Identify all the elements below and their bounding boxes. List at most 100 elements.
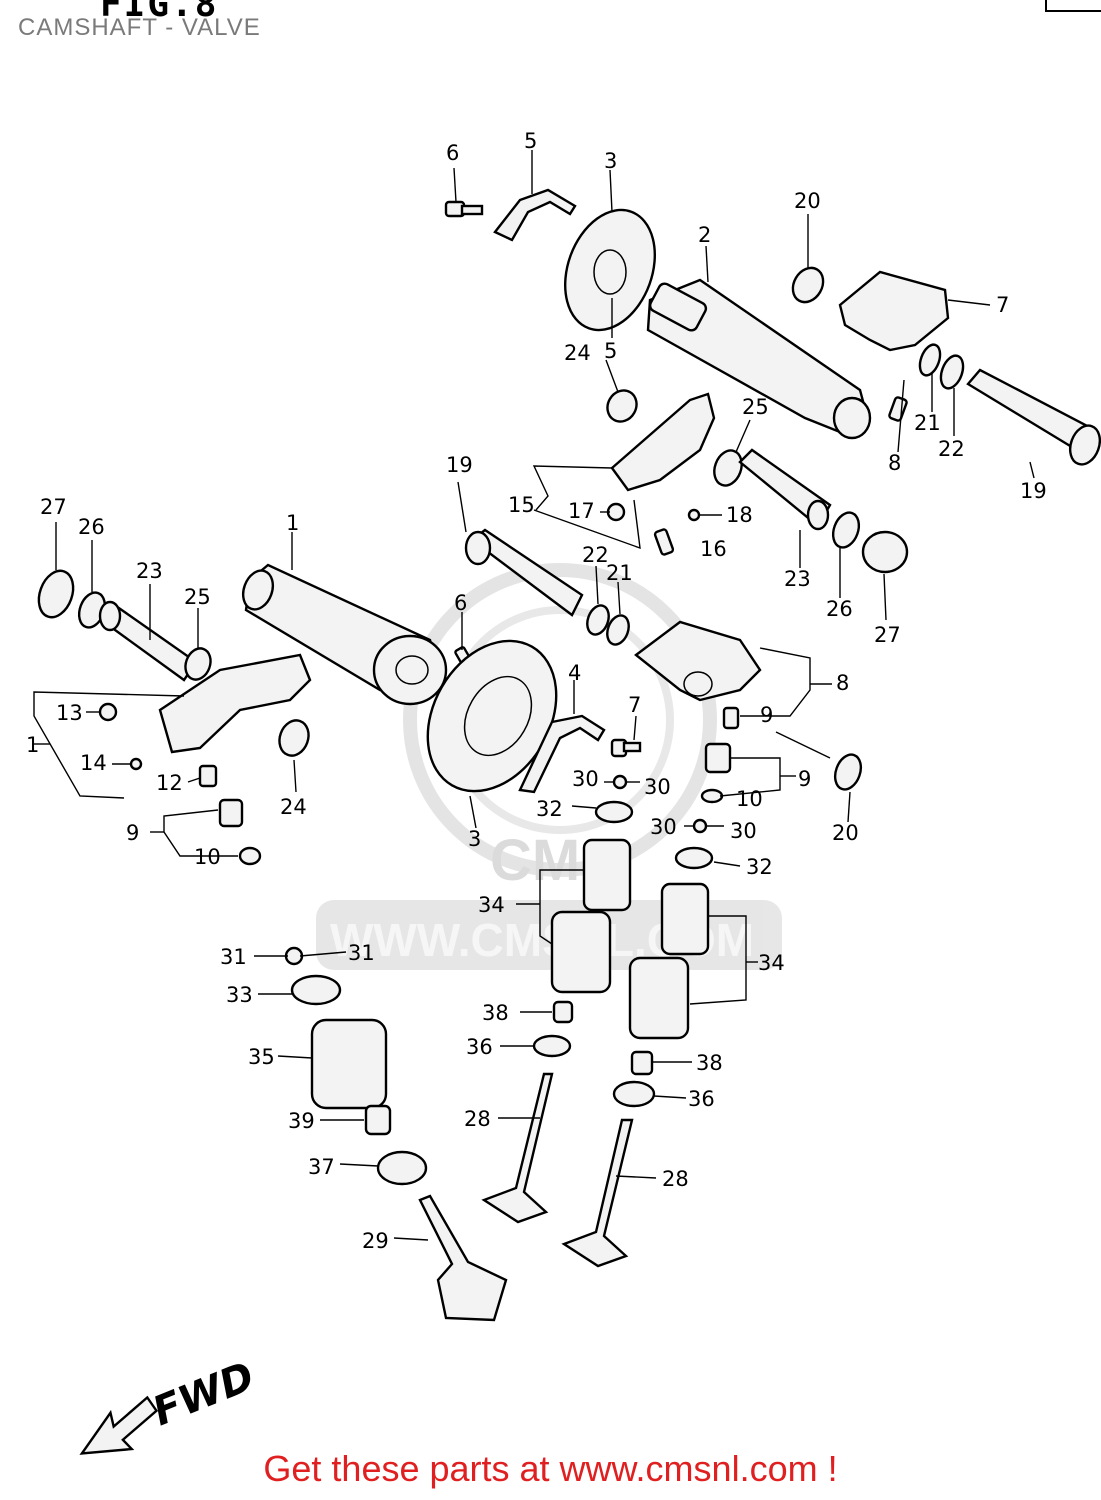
label-part-25: 25 <box>742 395 769 419</box>
label-part-23: 23 <box>136 559 163 583</box>
ring-21-middle <box>606 614 630 646</box>
label-part-29: 29 <box>362 1229 389 1253</box>
rocker-shaft-19-upper <box>966 368 1101 466</box>
label-part-9: 9 <box>126 821 139 845</box>
footer-link-text[interactable]: Get these parts at www.cmsnl.com ! <box>263 1448 838 1489</box>
label-part-32: 32 <box>746 855 773 879</box>
label-part-27: 26 <box>78 515 105 539</box>
label-part-32: 32 <box>536 797 563 821</box>
screw-12 <box>198 764 218 788</box>
label-part-6: 7 <box>628 693 641 717</box>
label-part-3: 3 <box>604 149 617 173</box>
label-part-35: 35 <box>248 1045 275 1069</box>
leader-lines <box>33 150 1035 1241</box>
plug-26-upper <box>861 530 909 574</box>
bolt-13 <box>98 702 118 722</box>
label-part-21: 21 <box>606 561 633 585</box>
adjuster-9-left <box>218 798 244 828</box>
washer-20-upper <box>791 266 825 304</box>
label-part-28: 28 <box>464 1107 491 1131</box>
spring-34-a <box>550 838 632 994</box>
label-part-12: 12 <box>156 771 183 795</box>
label-part-2: 2 <box>698 223 711 247</box>
valve-28-b <box>561 1118 634 1268</box>
label-part-4: 4 <box>568 661 581 685</box>
label-part-26: 27 <box>40 495 67 519</box>
label-part-23: 23 <box>784 567 811 591</box>
spring-35 <box>310 1018 388 1110</box>
ring-22-middle <box>586 604 610 636</box>
label-part-28: 28 <box>662 1167 689 1191</box>
label-part-5: 5 <box>604 339 617 363</box>
washer-25-lower <box>184 647 212 681</box>
adjuster-8-upper <box>888 396 908 422</box>
label-part-38: 38 <box>696 1051 723 1075</box>
adjuster-8-lower <box>722 706 740 730</box>
label-part-22: 22 <box>582 543 609 567</box>
ring-21-upper <box>918 343 942 377</box>
label-part-30: 30 <box>644 775 671 799</box>
label-part-10: 10 <box>736 787 763 811</box>
valve-28-a <box>481 1072 554 1224</box>
forward-direction-arrow: FWD <box>79 1353 261 1455</box>
rocker-shaft-23-lower <box>98 600 198 682</box>
label-part-21: 21 <box>914 411 941 435</box>
retainer-32-b <box>674 846 714 870</box>
sprocket-3-upper <box>563 208 657 332</box>
label-part-16: 16 <box>700 537 727 561</box>
seat-36-a <box>532 1034 572 1058</box>
bolt-6-upper <box>444 200 484 218</box>
seal-38-b <box>630 1050 654 1076</box>
label-part-36: 36 <box>688 1087 715 1111</box>
washer-24-lower <box>278 719 310 757</box>
label-part-18: 18 <box>726 503 753 527</box>
label-part-27: 26 <box>826 597 853 621</box>
chain-guide-4-lower <box>518 714 606 794</box>
retainer-33 <box>290 974 342 1006</box>
label-part-5: 6 <box>454 591 467 615</box>
label-part-7: 8 <box>836 671 849 695</box>
ring-27-upper <box>831 511 861 549</box>
label-part-34: 34 <box>758 951 785 975</box>
label-part-20: 20 <box>832 821 859 845</box>
label-part-26: 27 <box>874 623 901 647</box>
cotter-30-b <box>692 818 708 834</box>
label-part-8: 8 <box>888 451 901 475</box>
chain-guide-4-upper <box>493 188 577 242</box>
label-part-38: 38 <box>482 1001 509 1025</box>
adjuster-9-right <box>704 742 732 774</box>
retainer-32-a <box>594 800 634 824</box>
washer-24-upper <box>606 389 638 423</box>
label-part-22: 22 <box>938 437 965 461</box>
label-part-8: 9 <box>760 703 773 727</box>
part-labels: 6 5 3 2 20 7 24 5 25 21 22 8 19 19 15 17… <box>26 129 1047 1253</box>
screw-16 <box>653 528 675 556</box>
label-part-31: 31 <box>220 945 247 969</box>
label-part-4: 5 <box>524 129 537 153</box>
seat-36-b <box>612 1080 656 1108</box>
cotter-31 <box>284 946 304 966</box>
label-part-3: 3 <box>468 827 481 851</box>
label-part-20: 20 <box>794 189 821 213</box>
nut-10-right <box>700 788 724 804</box>
seal-39 <box>364 1104 392 1136</box>
rocker-arm-1 <box>158 653 312 754</box>
label-part-6: 6 <box>446 141 459 165</box>
label-part-19: 19 <box>446 453 473 477</box>
nut-10-left <box>238 846 262 866</box>
corner-frame <box>1045 0 1101 12</box>
figure-title: FIG.8 <box>100 0 219 25</box>
nut-14 <box>129 757 143 771</box>
valve-29 <box>418 1194 508 1322</box>
label-part-30: 30 <box>572 767 599 791</box>
label-part-17: 17 <box>568 499 595 523</box>
label-part-34: 34 <box>478 893 505 917</box>
plug-26-lower <box>37 569 75 619</box>
camshaft-1 <box>241 563 448 706</box>
label-part-1: 1 <box>286 511 299 535</box>
label-part-33: 33 <box>226 983 253 1007</box>
rocker-shaft-23-upper <box>738 448 832 531</box>
label-part-15: 15 <box>508 493 535 517</box>
spring-34-b <box>628 882 710 1040</box>
